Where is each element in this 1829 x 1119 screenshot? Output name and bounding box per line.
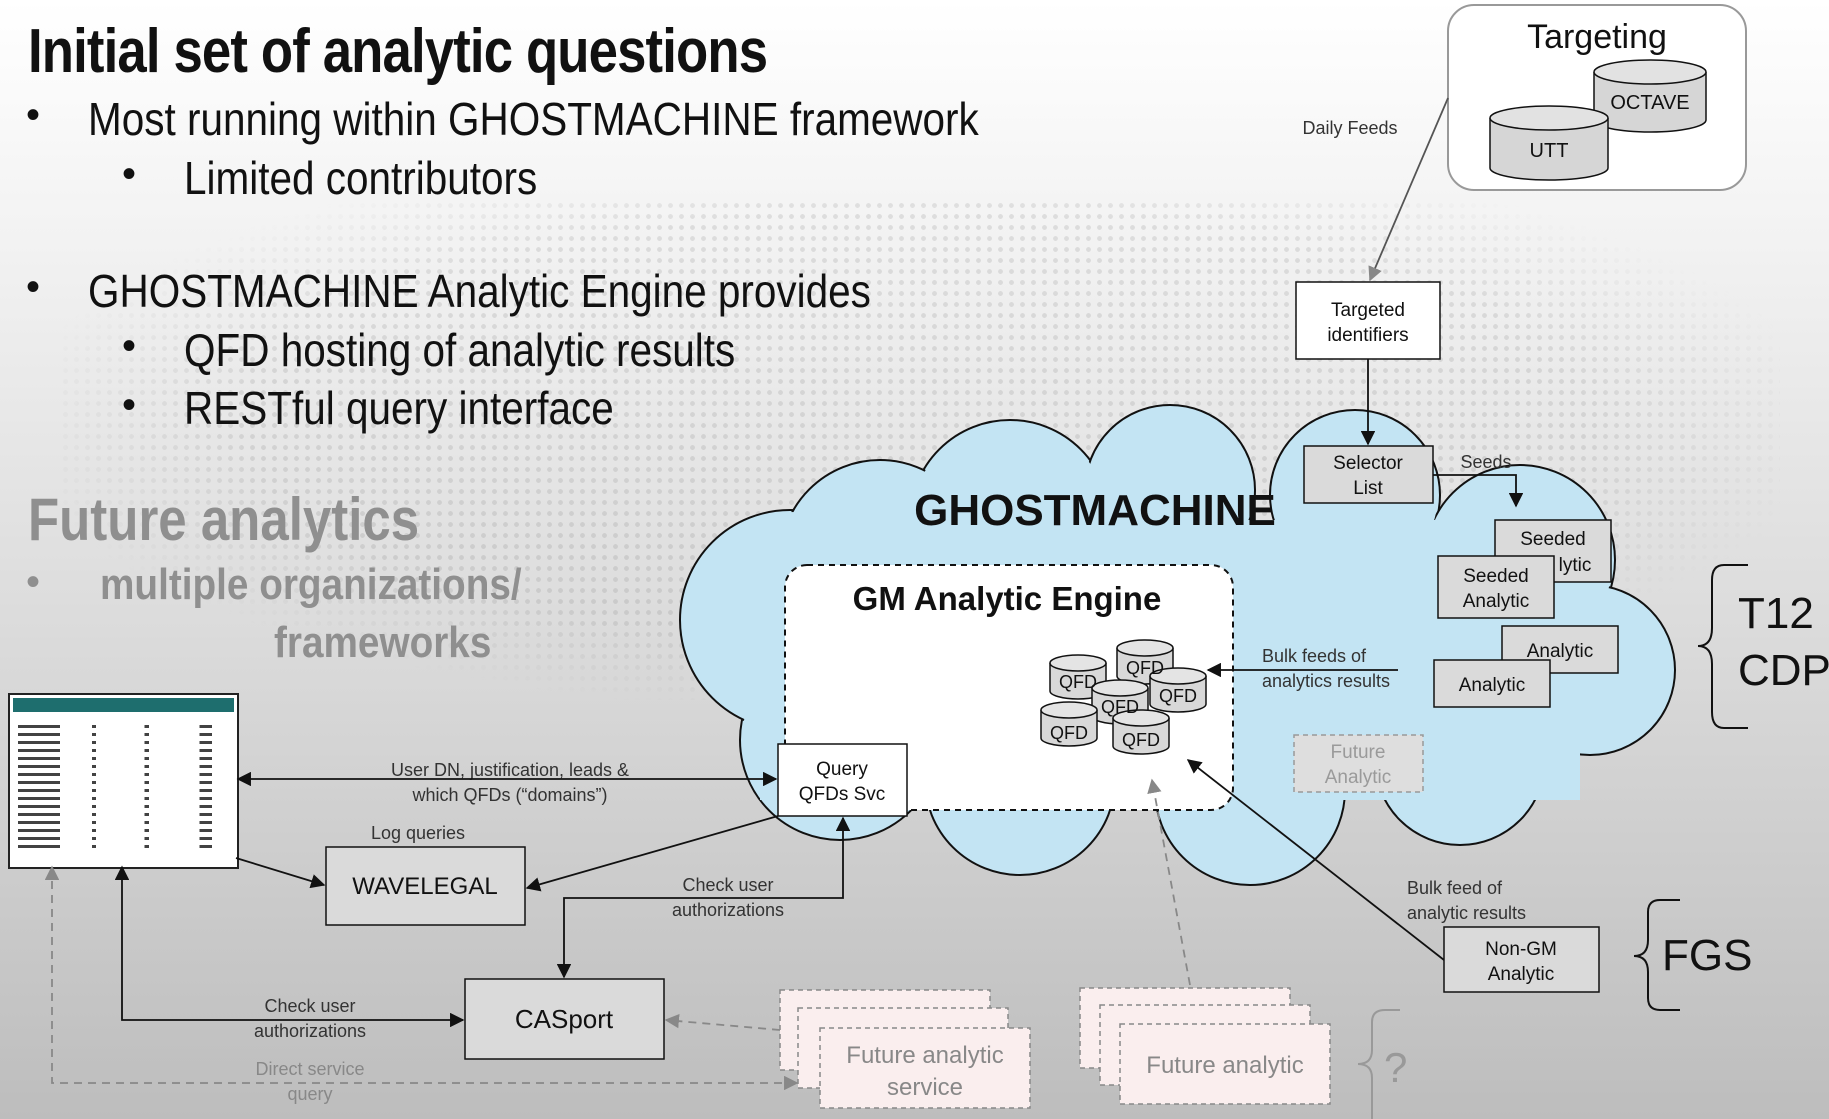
future-analytic-label: Future analytic [1146, 1052, 1303, 1079]
targeted-identifiers-line2: identifiers [1327, 325, 1408, 346]
future-service-line2: service [887, 1074, 963, 1101]
future-analytics-line1: multiple organizations/ [100, 560, 522, 609]
ui-screenshot-thumbnail [8, 693, 239, 869]
qfd-label: QFD [1059, 672, 1097, 692]
seeds-label: Seeds [1460, 452, 1511, 472]
qfd-label: QFD [1050, 723, 1088, 743]
log-queries-label: Log queries [371, 823, 465, 843]
non-gm-line1: Non-GM [1485, 939, 1557, 960]
direct-service-line1: Direct service [255, 1059, 364, 1079]
query-qfds-svc-box [777, 743, 908, 817]
qfd-label: QFD [1101, 697, 1139, 717]
qfd-label: QFD [1159, 686, 1197, 706]
t12-label: T12 [1738, 589, 1814, 638]
check-auth-line2: authorizations [672, 900, 784, 920]
targeted-identifiers-box [1295, 281, 1441, 360]
bullet-icon: • [122, 324, 137, 368]
analytic-back-box [1501, 625, 1619, 674]
bullet-icon: • [122, 152, 137, 196]
future-analytic-cloud-line1: Future [1331, 742, 1386, 763]
bulk-feeds-line1: Bulk feeds of [1262, 646, 1367, 666]
bullet-icon: • [26, 560, 41, 604]
selector-list-line1: Selector [1333, 453, 1403, 474]
query-svc-line1: Query [816, 759, 868, 780]
future-analytic-cloud-box [1293, 734, 1424, 793]
analytic-label: Analytic [1459, 675, 1526, 696]
seeded-analytic-box [1437, 555, 1555, 619]
wavelegal-label: WAVELEGAL [352, 873, 497, 900]
future-service-line1: Future analytic [846, 1042, 1003, 1069]
thumbnail-header-bar [13, 698, 234, 712]
non-gm-line2: Analytic [1488, 964, 1555, 985]
bullet-5: RESTful query interface [184, 382, 614, 434]
user-dn-line2: which QFDs (“domains”) [411, 785, 607, 805]
slide-title: Initial set of analytic questions [28, 17, 768, 86]
question-brace [1357, 1009, 1400, 1119]
utt-database: UTT [1489, 105, 1609, 181]
bullet-1: Most running within GHOSTMACHINE framewo… [88, 93, 979, 145]
thumbnail-table-rows [18, 725, 229, 853]
bullet-icon: • [26, 265, 41, 309]
check-auth2-line1: Check user [264, 996, 355, 1016]
ghostmachine-label: GHOSTMACHINE [914, 486, 1276, 535]
seeded-analytic-line1: Seeded [1463, 566, 1529, 587]
analytic-box [1433, 659, 1551, 708]
bullet-icon: • [122, 383, 137, 427]
bullet-4: QFD hosting of analytic results [184, 324, 736, 376]
fgs-brace [1633, 899, 1680, 1011]
bullet-2: Limited contributors [184, 152, 538, 204]
user-dn-line1: User DN, justification, leads & [391, 760, 629, 780]
bullet-3: GHOSTMACHINE Analytic Engine provides [88, 265, 871, 317]
octave-database: OCTAVE [1593, 59, 1707, 133]
bulk-feed-line2: analytic results [1407, 903, 1526, 923]
future-analytics-line2: frameworks [274, 618, 492, 667]
targeted-identifiers-line1: Targeted [1331, 300, 1405, 321]
check-auth2-line2: authorizations [254, 1021, 366, 1041]
svg-text:OCTAVE: OCTAVE [1610, 92, 1689, 114]
bulk-feed-line1: Bulk feed of [1407, 878, 1503, 898]
casport-label: CASport [515, 1004, 614, 1034]
future-analytic-stack [1079, 987, 1331, 1105]
daily-feeds-label: Daily Feeds [1302, 118, 1397, 138]
fgs-label: FGS [1662, 931, 1752, 980]
question-label: ? [1384, 1044, 1407, 1091]
direct-service-line2: query [287, 1084, 332, 1104]
gm-analytic-engine-label: GM Analytic Engine [853, 580, 1162, 617]
seeded-analytic-back-line1: Seeded [1520, 529, 1586, 550]
future-analytic-service-stack [779, 989, 1031, 1109]
qfd-label: QFD [1126, 658, 1164, 678]
future-analytics-heading: Future analytics [28, 486, 420, 553]
analytic-back-label: Analytic [1527, 641, 1594, 662]
svg-text:UTT: UTT [1530, 140, 1569, 162]
bullet-icon: • [26, 93, 41, 137]
targeting-label: Targeting [1527, 18, 1667, 56]
cdp-label: CDP [1738, 646, 1829, 695]
check-auth-line1: Check user [682, 875, 773, 895]
seeded-analytic-line2: Analytic [1463, 591, 1530, 612]
seeded-analytic-back-line2: lytic [1559, 555, 1592, 576]
t12-cdp-brace [1697, 564, 1748, 729]
qfd-label: QFD [1122, 730, 1160, 750]
bulk-feeds-line2: analytics results [1262, 671, 1390, 691]
query-svc-line2: QFDs Svc [799, 784, 886, 805]
selector-list-line2: List [1353, 478, 1383, 499]
qfd-cluster: QFD QFD QFD QFD QFD QFD [1040, 639, 1207, 755]
future-analytic-cloud-line2: Analytic [1325, 767, 1392, 788]
non-gm-analytic-box [1443, 926, 1600, 993]
selector-list-box [1303, 445, 1434, 504]
